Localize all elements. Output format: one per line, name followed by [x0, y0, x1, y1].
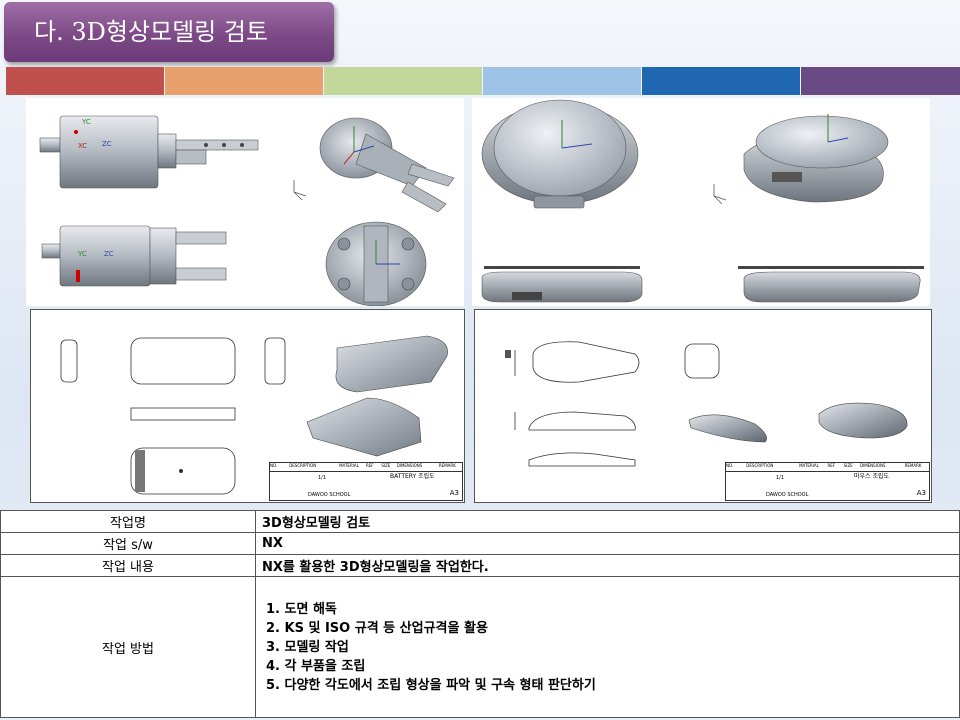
mouse-drawing-image — [505, 341, 908, 467]
title-block-header-row: NO. DESCRIPTION MATERIAL REF SIZE DIMENS… — [726, 463, 929, 472]
row-value: NX — [255, 532, 960, 555]
svg-text:XC: XC — [78, 142, 87, 150]
row-value: NX를 활용한 3D형상모델링을 작업한다. — [255, 554, 960, 577]
header-remark: REMARK — [438, 463, 456, 468]
table-row: 작업 방법 1. 도면 해독 2. KS 및 ISO 규격 등 산업규격을 활용… — [0, 576, 960, 718]
header-size: SIZE — [381, 463, 391, 468]
work-info-table: 작업명 3D형상모델링 검토 작업 s/w NX 작업 내용 NX를 활용한 3… — [0, 510, 960, 718]
header-remark: REMARK — [904, 463, 922, 468]
list-item: 3. 모델링 작업 — [266, 639, 349, 655]
method-steps-list: 1. 도면 해독 2. KS 및 ISO 규격 등 산업규격을 활용 3. 모델… — [262, 600, 953, 695]
mouse-drawing-sheet: NO. DESCRIPTION MATERIAL REF SIZE DIMENS… — [474, 309, 932, 503]
color-bar-segment-blue — [642, 67, 800, 95]
color-bar-segment-green — [324, 67, 482, 95]
row-value: 3D형상모델링 검토 — [255, 510, 960, 533]
header-dimensions: DIMENSIONS — [396, 463, 423, 468]
battery-drawing-sheet: NO. DESCRIPTION MATERIAL REF SIZE DIMENS… — [30, 309, 465, 503]
header-dimensions: DIMENSIONS — [859, 463, 886, 468]
title-block-sheet: A3 — [449, 489, 459, 497]
svg-text:ZC: ZC — [102, 140, 112, 148]
list-item: 2. KS 및 ISO 규격 등 산업규격을 활용 — [266, 620, 488, 636]
title-block-school: DAWOO SCHOOL — [766, 492, 809, 498]
header-no: NO. — [726, 463, 734, 468]
method-label: 작업 방법 — [0, 576, 256, 718]
svg-text:ZC: ZC — [104, 250, 114, 258]
mouse-title-block: NO. DESCRIPTION MATERIAL REF SIZE DIMENS… — [725, 462, 930, 501]
color-bar-segment-orange — [165, 67, 323, 95]
title-block-scale: 1/1 — [776, 475, 785, 481]
header-size: SIZE — [843, 463, 853, 468]
table-row: 작업 내용 NX를 활용한 3D형상모델링을 작업한다. — [0, 554, 960, 577]
color-bar-segment-purple — [801, 67, 960, 95]
header-material: MATERIAL — [799, 463, 819, 468]
svg-text:YC: YC — [77, 250, 87, 258]
header-ref: REF — [365, 463, 374, 468]
list-item: 1. 도면 해독 — [266, 601, 337, 617]
title-block-header-row: NO. DESCRIPTION MATERIAL REF SIZE DIMENS… — [270, 463, 462, 472]
svg-text:YC: YC — [81, 118, 91, 126]
table-row: 작업 s/w NX — [0, 532, 960, 555]
row-label: 작업명 — [0, 510, 256, 533]
color-bar-segment-lightblue — [483, 67, 641, 95]
title-block-title: BATTERY 조립도 — [390, 473, 435, 480]
scale-model-panel — [472, 98, 930, 306]
gripper-model-image: YC ZC XC YC ZC — [39, 115, 455, 306]
title-block-title: 마우스 조립도 — [854, 473, 890, 480]
title-block-school: DAWOO SCHOOL — [308, 492, 351, 498]
header-ref: REF — [827, 463, 836, 468]
page-title: 다. 3D형상모델링 검토 — [4, 2, 334, 62]
list-item: 5. 다양한 각도에서 조립 형상을 파악 및 구속 형태 판단하기 — [266, 677, 596, 693]
table-row: 작업명 3D형상모델링 검토 — [0, 510, 960, 533]
header-description: DESCRIPTION — [746, 463, 774, 468]
gripper-model-panel: YC ZC XC YC ZC — [26, 98, 464, 306]
battery-title-block: NO. DESCRIPTION MATERIAL REF SIZE DIMENS… — [269, 462, 463, 501]
method-steps-cell: 1. 도면 해독 2. KS 및 ISO 규격 등 산업규격을 활용 3. 모델… — [255, 576, 960, 718]
battery-drawing-image — [60, 335, 448, 495]
header-description: DESCRIPTION — [289, 463, 317, 468]
title-block-sheet: A3 — [916, 489, 926, 497]
row-label: 작업 내용 — [0, 554, 256, 577]
list-item: 4. 각 부품을 조립 — [266, 658, 366, 674]
row-label: 작업 s/w — [0, 532, 256, 555]
header-no: NO. — [270, 463, 278, 468]
header-material: MATERIAL — [339, 463, 359, 468]
scale-model-image — [481, 99, 924, 303]
color-bar-segment-red — [6, 67, 164, 95]
title-block-scale: 1/1 — [318, 475, 327, 481]
